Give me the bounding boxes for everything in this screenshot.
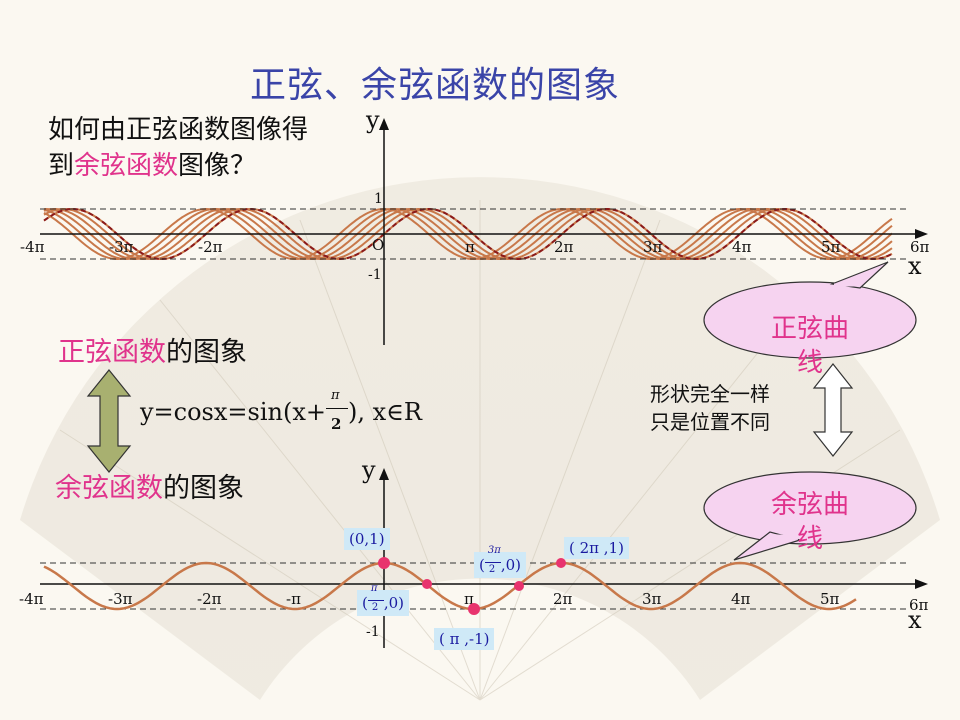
formula-frac-den: 2: [330, 415, 342, 433]
sine-y-tick-neg1: -1: [368, 267, 382, 283]
point-label-3pi-half-prefix: (: [479, 556, 485, 574]
sine-y-label: y: [365, 106, 380, 134]
point-label-3pi-half-den: 2: [488, 564, 496, 575]
sine-x-ticks: -4π -3π -2π π 2π 3π 4π 5π 6π: [20, 238, 930, 256]
sine-callout-bubble: [703, 261, 917, 359]
cosine-function-rest: 的图象: [163, 473, 244, 504]
point-label-0-1: (0,1): [344, 528, 390, 550]
sine-x-tick-label: -3π: [109, 238, 134, 256]
question-text: 如何由正弦函数图像得 到余弦函数图像？: [48, 112, 308, 184]
sine-origin-label: O: [372, 236, 384, 254]
cosine-function-label: 余弦函数的图象: [55, 466, 244, 505]
cosine-x-tick-label: 6π: [909, 596, 929, 614]
formula-prefix: y=cosx=sin(x+: [140, 398, 326, 426]
cosine-x-tick-label: -4π: [19, 590, 44, 608]
cosine-function-highlight: 余弦函数: [55, 473, 163, 504]
cosine-callout-text: 余弦曲线: [770, 490, 849, 554]
page-title: 正弦、余弦函数的图象: [250, 65, 621, 106]
cosine-x-tick-label: 4π: [731, 590, 751, 608]
sine-y-arrow: [379, 118, 389, 130]
cosine-point-pi-neg1: [468, 603, 480, 615]
cosine-y-arrow: [379, 468, 389, 480]
cosine-x-label: x: [908, 606, 922, 634]
point-label-pi-half-den: 2: [371, 602, 379, 613]
sine-base-curve: [43, 208, 893, 260]
point-label-3pi-half: (3π 2 ,0): [474, 545, 527, 578]
cosine-x-tick-label: 3π: [642, 590, 662, 608]
point-label-pi-half-num: π: [370, 583, 378, 594]
point-label-3pi-half-suffix: ,0): [500, 556, 522, 574]
cosine-x-ticks: -4π -3π -2π -π π 2π 3π 4π 5π 6π: [19, 590, 929, 614]
sine-function-label: 正弦函数的图象: [58, 330, 247, 369]
cosine-y-tick-neg1: -1: [366, 624, 380, 640]
sine-shifted-curve: [43, 208, 893, 260]
sine-x-tick-label: -4π: [20, 238, 45, 256]
sine-x-label: x: [908, 252, 922, 280]
sine-x-tick-label: 2π: [554, 238, 574, 256]
sine-shifted-curve: [43, 207, 893, 260]
sine-callout-text: 正弦曲线: [770, 314, 849, 378]
question-highlight: 余弦函数: [74, 151, 179, 181]
cosine-x-tick-label: π: [464, 590, 474, 608]
shape-note-line-2: 只是位置不同: [650, 410, 770, 434]
sine-shifted-curve: [43, 208, 893, 260]
cosine-x-tick-label: -3π: [108, 590, 133, 608]
cosine-x-tick-label: -π: [286, 590, 301, 608]
double-arrow-right: [812, 363, 854, 457]
cosine-point-3pi-half-0: [514, 581, 524, 591]
sine-x-tick-label: -2π: [198, 238, 223, 256]
cosine-curve: [43, 561, 857, 611]
point-label-2pi-1: ( 2π ,1): [564, 537, 629, 559]
question-prefix: 到: [48, 151, 75, 181]
point-label-pi-neg1: ( π ,-1): [434, 628, 495, 650]
sine-x-tick-label: π: [465, 238, 475, 256]
double-arrow-left: [86, 369, 132, 473]
point-label-pi-half-prefix: (: [362, 594, 368, 612]
sine-x-tick-label: 6π: [910, 238, 930, 256]
cosine-x-tick-label: 5π: [820, 590, 840, 608]
cosine-point-0-1: [378, 557, 390, 569]
cosine-callout-bubble: [703, 471, 917, 561]
cosine-point-pi-half-0: [422, 579, 432, 589]
cosine-x-tick-label: 2π: [553, 590, 573, 608]
sine-x-tick-label: 4π: [732, 238, 752, 256]
cosine-point-2pi-1: [556, 558, 566, 568]
sine-x-arrow: [915, 229, 928, 239]
cosine-x-tick-label: -2π: [197, 590, 222, 608]
point-label-pi-half-suffix: ,0): [383, 594, 405, 612]
sine-x-tick-label: 5π: [821, 238, 841, 256]
sine-curves-group: [43, 207, 893, 261]
sine-function-rest: 的图象: [166, 337, 247, 368]
sine-function-highlight: 正弦函数: [58, 337, 166, 368]
question-line-2: 到余弦函数图像？: [48, 148, 308, 184]
formula-suffix: ), x∈R: [347, 398, 422, 426]
sine-x-tick-label: 3π: [643, 238, 663, 256]
point-label-3pi-half-frac: 3π 2: [484, 545, 501, 576]
question-line-1: 如何由正弦函数图像得: [48, 115, 309, 145]
sine-y-tick-1: 1: [374, 191, 383, 207]
cosine-y-label: y: [361, 456, 376, 484]
shape-note-line-1: 形状完全一样: [650, 382, 770, 406]
cosine-x-arrow: [915, 579, 928, 589]
formula-frac-num: π: [330, 388, 340, 403]
shape-note: 形状完全一样 只是位置不同: [650, 380, 770, 436]
question-suffix: 图像？: [178, 151, 257, 181]
point-label-3pi-half-num: 3π: [487, 545, 501, 556]
